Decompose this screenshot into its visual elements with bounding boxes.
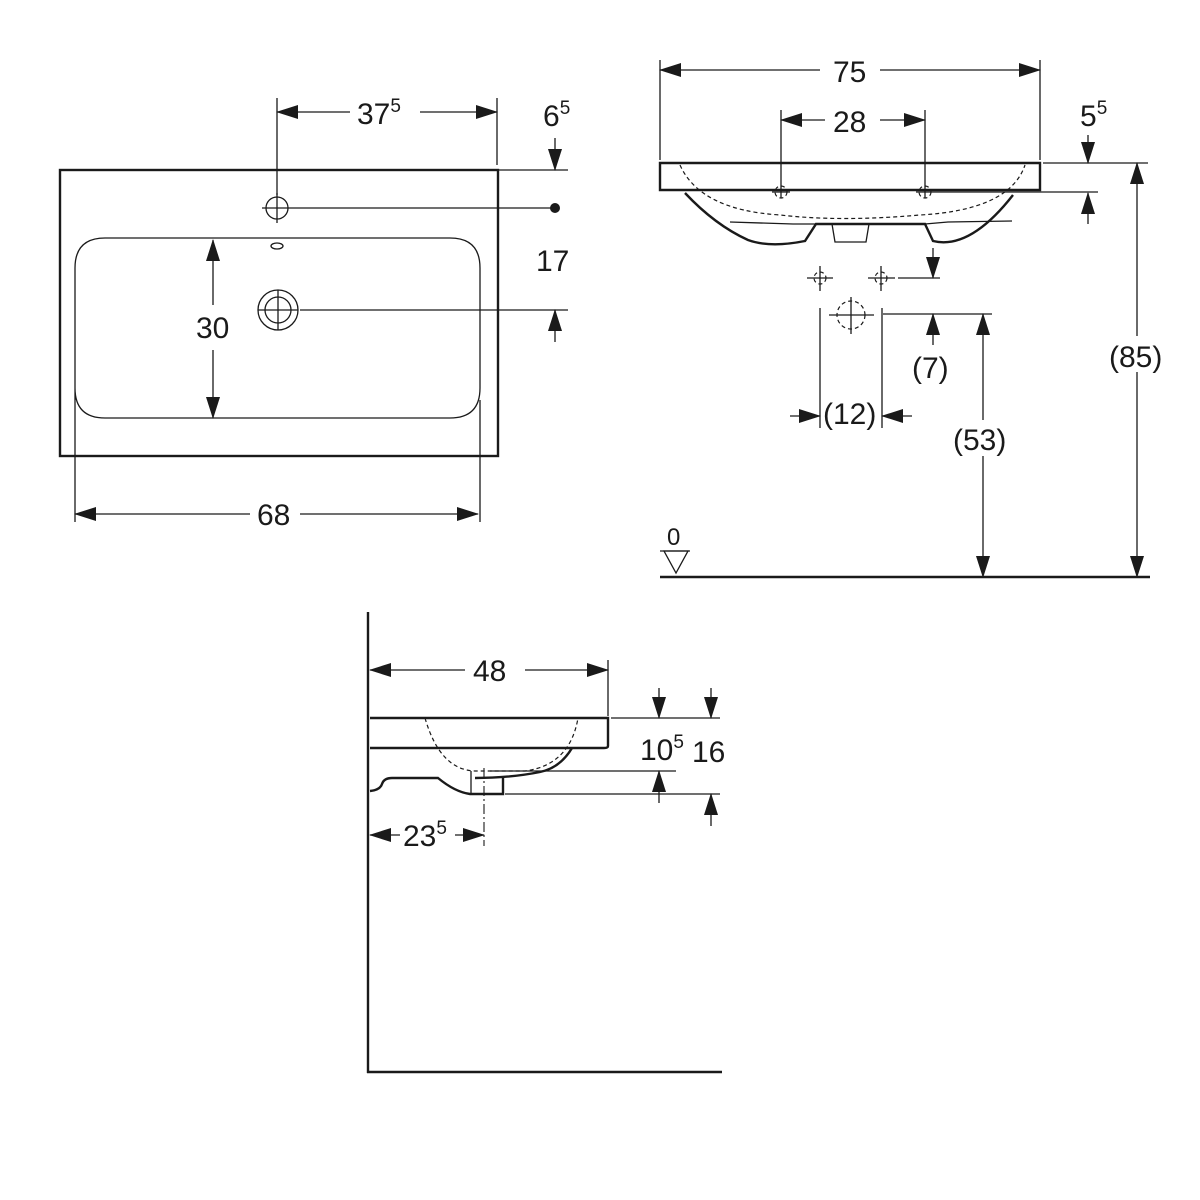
dim-tap-spacing: 28 — [833, 106, 866, 139]
supply-right-icon — [868, 266, 940, 291]
tap-hole-icon — [262, 193, 292, 223]
dim-drain-height: (53) — [953, 424, 1006, 457]
dim-basin-width: 68 — [257, 499, 290, 532]
dim-drain-offset: 17 — [536, 245, 569, 278]
dim-slab-thickness: 55 — [1080, 98, 1107, 133]
floor-level-label: 0 — [667, 524, 680, 551]
dim-supply-offset: (7) — [912, 352, 949, 385]
overflow-icon — [270, 242, 284, 250]
dim-bowl-height: 105 — [640, 732, 684, 767]
dim-basin-depth: 30 — [196, 312, 229, 345]
dim-tap-edge: 65 — [543, 98, 570, 133]
dim-total-height-side: 16 — [692, 736, 725, 769]
dim-total-width: 75 — [833, 56, 866, 89]
waste-outlet-icon — [829, 297, 874, 334]
side-view: 48 105 16 235 — [366, 612, 725, 1074]
dim-supply-spacing: (12) — [823, 398, 876, 431]
tap-hole-left-icon — [772, 110, 790, 199]
dim-drain-from-wall: 235 — [403, 818, 447, 853]
washbasin-outline — [58, 168, 500, 458]
tap-hole-right-icon — [916, 110, 1098, 199]
dim-tap-offset: 375 — [357, 96, 401, 131]
top-view: 375 65 17 30 68 — [58, 96, 570, 532]
supply-left-icon — [807, 266, 833, 291]
front-view: 75 28 55 (7) — [658, 56, 1172, 579]
level-triangle-icon — [662, 550, 690, 575]
drain-icon — [257, 289, 299, 331]
washbasin-front-outline — [658, 161, 1042, 192]
dim-total-height: (85) — [1109, 341, 1162, 374]
reference-dot — [550, 203, 560, 213]
dim-depth: 48 — [473, 655, 506, 688]
basin-bowl-outline — [74, 237, 481, 419]
washbasin-side-outline — [370, 716, 610, 750]
